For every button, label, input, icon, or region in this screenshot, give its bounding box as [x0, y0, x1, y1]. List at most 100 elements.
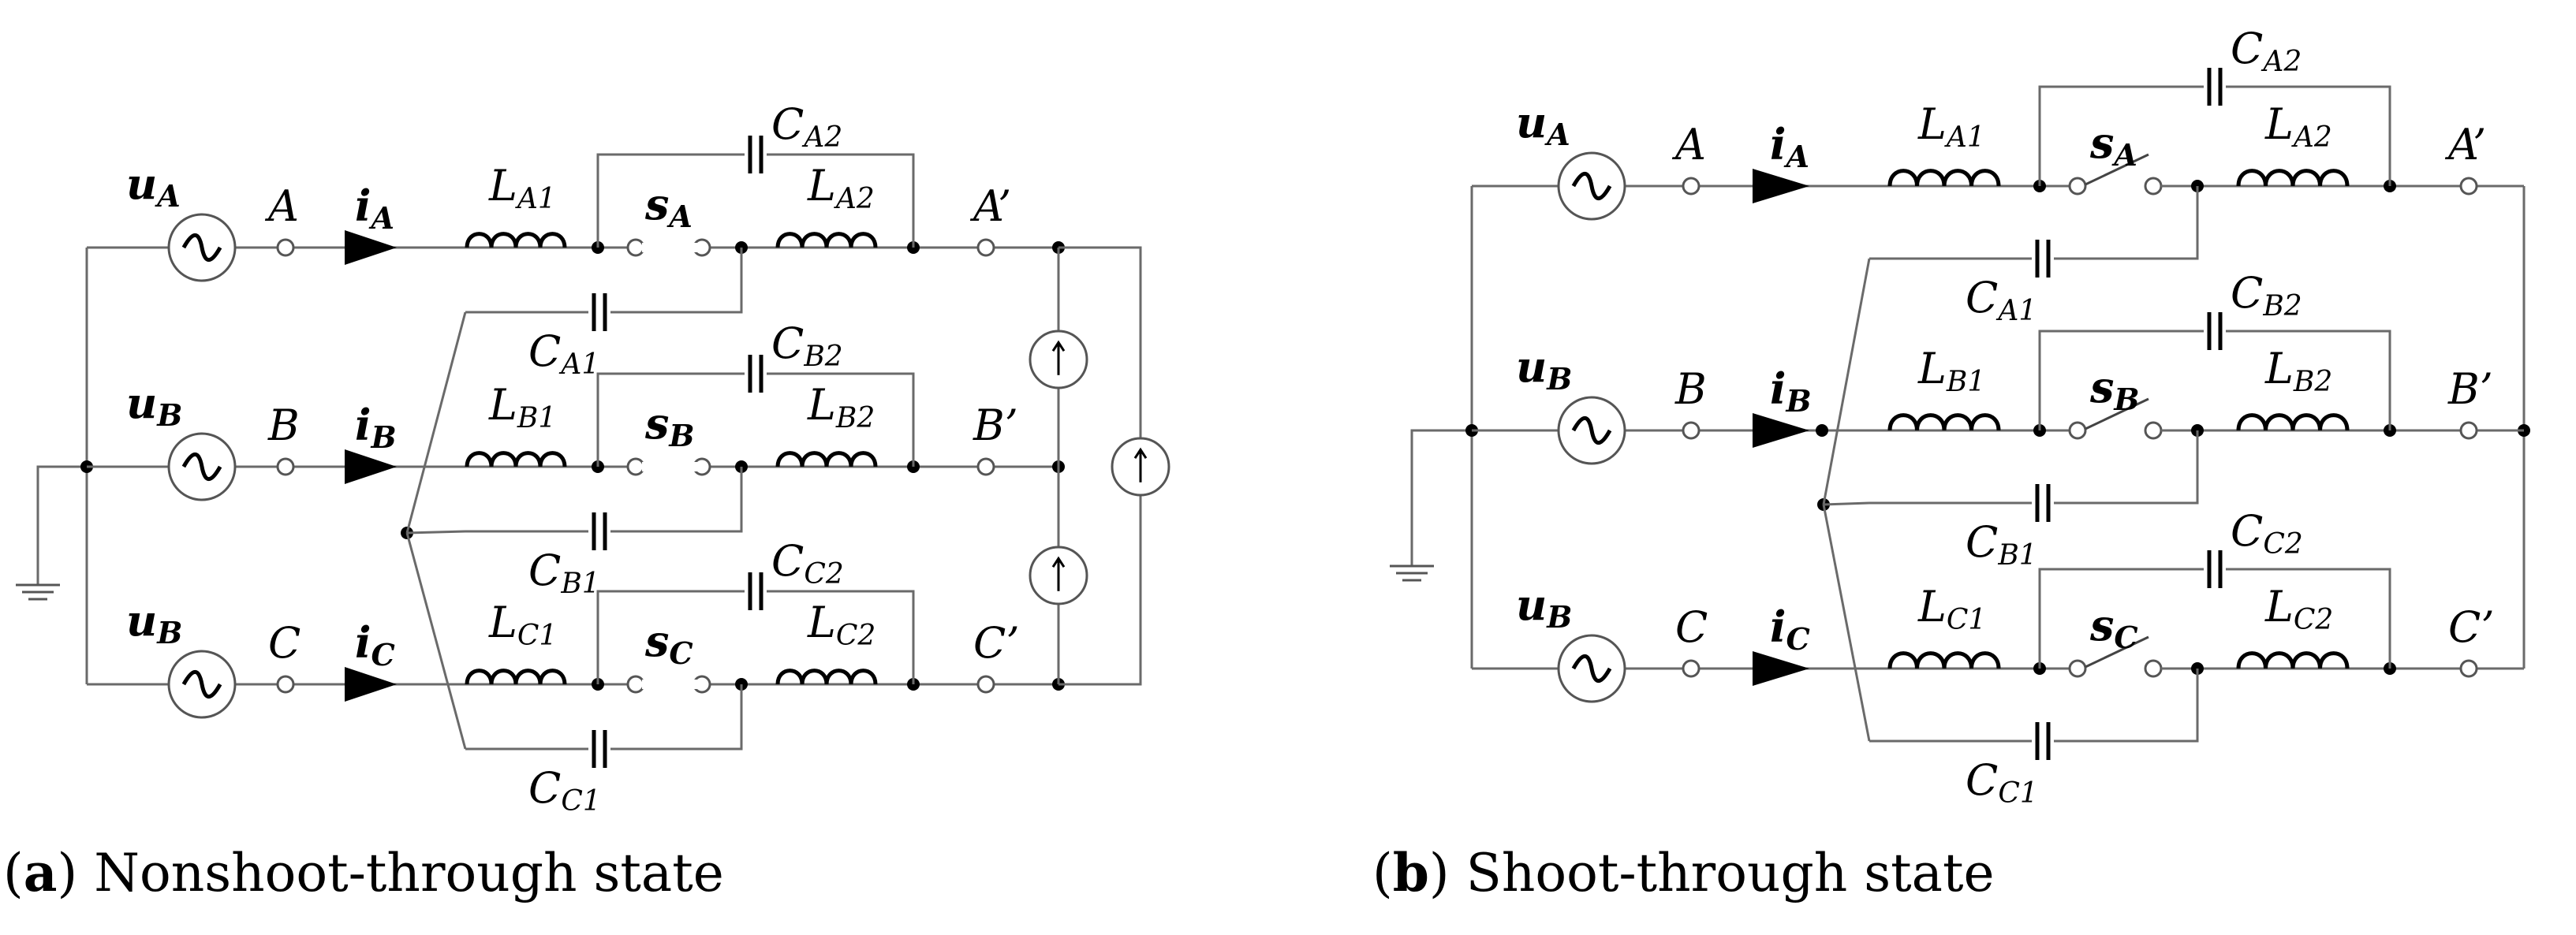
- label-CA2: CA2: [2231, 24, 2302, 78]
- current-source-icon: [1111, 437, 1170, 497]
- label-B: B: [267, 400, 300, 450]
- terminal: [2459, 659, 2478, 678]
- terminal: [626, 457, 645, 476]
- label-CB2: CB2: [2231, 268, 2302, 322]
- label-LC2: LC2: [2264, 582, 2333, 636]
- inductor-icon: [2236, 651, 2350, 669]
- label-B_prime: B’: [2447, 364, 2493, 414]
- ac-source-icon: [167, 650, 237, 719]
- wire: [465, 467, 743, 533]
- inductor-icon: [1887, 169, 2001, 187]
- label-iB: iB: [1770, 363, 1812, 419]
- caption-b: (b) Shoot-through state: [1372, 842, 1995, 903]
- wire: [405, 532, 467, 750]
- terminal: [626, 675, 645, 694]
- inductor-icon: [775, 232, 878, 248]
- terminal: [2144, 659, 2163, 678]
- label-LA2: LA2: [2264, 99, 2332, 154]
- terminal: [2068, 659, 2087, 678]
- terminal: [1682, 659, 1701, 678]
- label-CC1: CC1: [528, 763, 601, 818]
- wire: [1869, 430, 2199, 505]
- label-uA: uA: [1516, 97, 1570, 152]
- current-source-icon: [1029, 330, 1088, 389]
- label-CC2: CC2: [2231, 506, 2303, 561]
- label-CA1: CA1: [528, 326, 599, 381]
- label-sC: sC: [644, 616, 693, 671]
- label-LB2: LB2: [807, 380, 875, 434]
- label-sA: sA: [644, 179, 693, 234]
- inductor-icon: [465, 232, 567, 248]
- label-LA1: LA1: [1917, 99, 1985, 154]
- wire: [1869, 669, 2199, 743]
- label-LC1: LC1: [1917, 582, 1986, 636]
- ac-source-icon: [167, 432, 237, 501]
- ac-source-icon: [167, 213, 237, 282]
- inductor-icon: [1887, 651, 2001, 669]
- label-B: B: [1674, 364, 1707, 414]
- terminal: [276, 675, 295, 694]
- current-arrow-icon: [1753, 169, 1809, 203]
- terminal: [2459, 421, 2478, 440]
- ac-source-icon: [1557, 151, 1626, 221]
- label-uA: uA: [126, 158, 181, 214]
- terminal: [276, 457, 295, 476]
- wire: [1823, 501, 1870, 506]
- label-iC: iC: [1770, 602, 1810, 657]
- label-C: C: [268, 618, 301, 668]
- terminal: [1682, 421, 1701, 440]
- capacitor-icon: [588, 511, 610, 552]
- label-CB1: CB1: [528, 546, 600, 600]
- capacitor-icon: [745, 353, 767, 394]
- capacitor-icon: [2032, 238, 2054, 279]
- ac-source-icon: [1557, 634, 1626, 703]
- label-CA1: CA1: [1966, 273, 2037, 327]
- terminal: [2144, 177, 2163, 196]
- label-CC2: CC2: [771, 536, 844, 590]
- label-CB2: CB2: [771, 318, 843, 373]
- label-A: A: [1671, 120, 1706, 169]
- label-LB1: LB1: [1917, 344, 1985, 398]
- wire: [406, 530, 466, 535]
- label-CB1: CB1: [1966, 517, 2037, 572]
- capacitor-icon: [745, 571, 767, 612]
- terminal: [976, 675, 995, 694]
- junction-dot: [1816, 424, 1828, 437]
- label-uB: uB: [126, 595, 182, 650]
- inductor-icon: [775, 451, 878, 468]
- label-iA: iA: [1770, 119, 1809, 174]
- label-A_prime: A’: [969, 181, 1011, 231]
- label-uB: uB: [1516, 341, 1572, 397]
- label-LB1: LB1: [488, 380, 556, 434]
- capacitor-icon: [2204, 549, 2226, 590]
- current-source-icon: [1029, 546, 1088, 605]
- current-arrow-icon: [345, 449, 397, 484]
- switch-blade: [2085, 635, 2149, 669]
- terminal: [2144, 421, 2163, 440]
- switch-blade: [2085, 153, 2149, 186]
- ground-icon: [1390, 564, 1434, 582]
- capacitor-icon: [588, 728, 610, 769]
- capacitor-icon: [2032, 721, 2054, 762]
- capacitor-icon: [2204, 66, 2226, 107]
- capacitor-icon: [2032, 482, 2054, 523]
- capacitor-icon: [745, 134, 767, 175]
- label-LB2: LB2: [2264, 344, 2332, 398]
- current-arrow-icon: [1753, 413, 1809, 448]
- terminal: [976, 238, 995, 257]
- wire: [36, 465, 87, 585]
- capacitor-icon: [588, 292, 610, 333]
- inductor-icon: [465, 451, 567, 468]
- terminal: [976, 457, 995, 476]
- terminal: [2459, 177, 2478, 196]
- caption-a: (a) Nonshoot-through state: [3, 842, 724, 903]
- wire: [465, 684, 743, 751]
- wire: [1822, 504, 1871, 742]
- label-LC2: LC2: [807, 598, 875, 652]
- label-sB: sB: [644, 398, 695, 453]
- label-sA: sA: [2089, 117, 2137, 173]
- current-arrow-icon: [345, 230, 397, 265]
- caption-a-letter: a: [23, 842, 58, 903]
- wire: [1869, 186, 2199, 260]
